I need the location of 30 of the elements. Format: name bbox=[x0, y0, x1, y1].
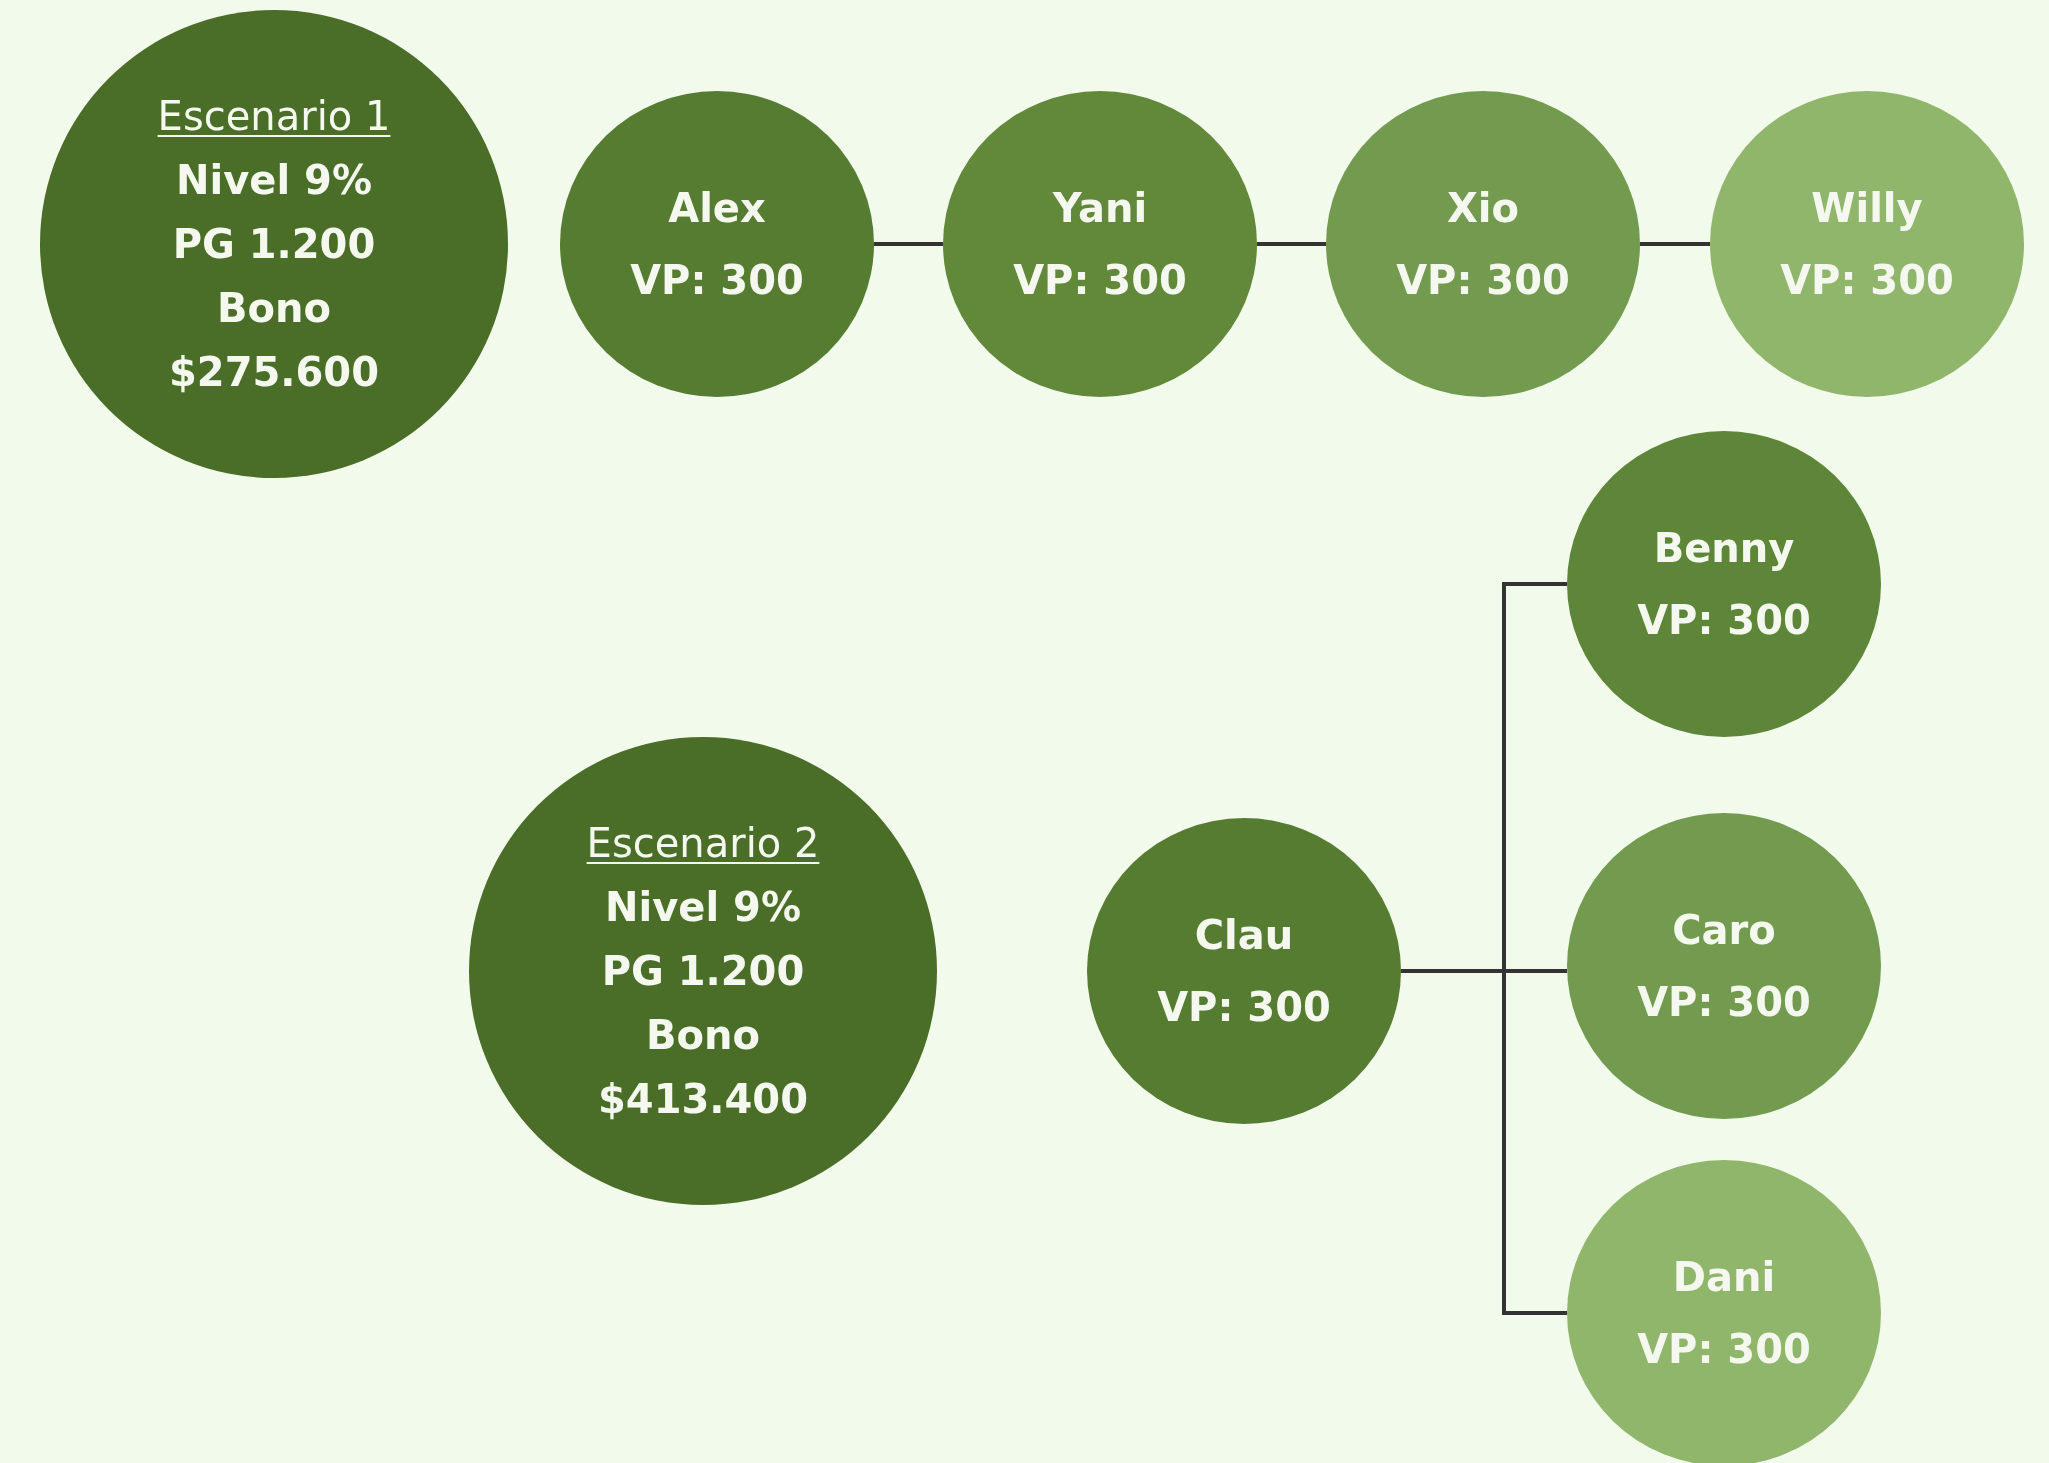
node-text: PG 1.200 bbox=[601, 947, 805, 996]
node-title: Yani bbox=[1052, 184, 1148, 233]
node-text: Nivel 9% bbox=[176, 156, 372, 205]
connector-line bbox=[1401, 969, 1567, 1315]
node-title: Benny bbox=[1653, 524, 1795, 573]
node-text: Bono bbox=[646, 1011, 760, 1060]
node-title: Escenario 1 bbox=[157, 92, 391, 141]
node-title: Dani bbox=[1672, 1253, 1776, 1302]
node-text: $413.400 bbox=[598, 1075, 808, 1124]
node-text: VP: 300 bbox=[1637, 1325, 1811, 1374]
node-text: Bono bbox=[217, 284, 331, 333]
node-text: VP: 300 bbox=[630, 256, 804, 305]
node-title: Escenario 2 bbox=[586, 819, 820, 868]
node-text: VP: 300 bbox=[1637, 978, 1811, 1027]
node-text: PG 1.200 bbox=[172, 220, 376, 269]
node-text: Nivel 9% bbox=[605, 883, 801, 932]
node-text: VP: 300 bbox=[1157, 983, 1331, 1032]
node-text: VP: 300 bbox=[1396, 256, 1570, 305]
connector-line bbox=[1640, 242, 1710, 246]
node-title: Willy bbox=[1811, 184, 1923, 233]
node-title: Xio bbox=[1447, 184, 1519, 233]
connector-line bbox=[1257, 242, 1326, 246]
node-text: VP: 300 bbox=[1780, 256, 1954, 305]
node-title: Clau bbox=[1194, 911, 1294, 960]
node-title: Caro bbox=[1672, 906, 1776, 955]
node-title: Alex bbox=[668, 184, 766, 233]
connector-line bbox=[874, 242, 943, 246]
node-text: $275.600 bbox=[169, 348, 379, 397]
node-text: VP: 300 bbox=[1013, 256, 1187, 305]
node-text: VP: 300 bbox=[1637, 596, 1811, 645]
